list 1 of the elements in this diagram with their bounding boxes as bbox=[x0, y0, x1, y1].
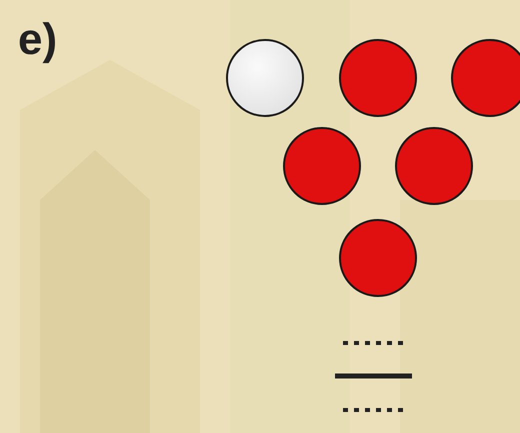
panel-label: e) bbox=[18, 18, 58, 62]
